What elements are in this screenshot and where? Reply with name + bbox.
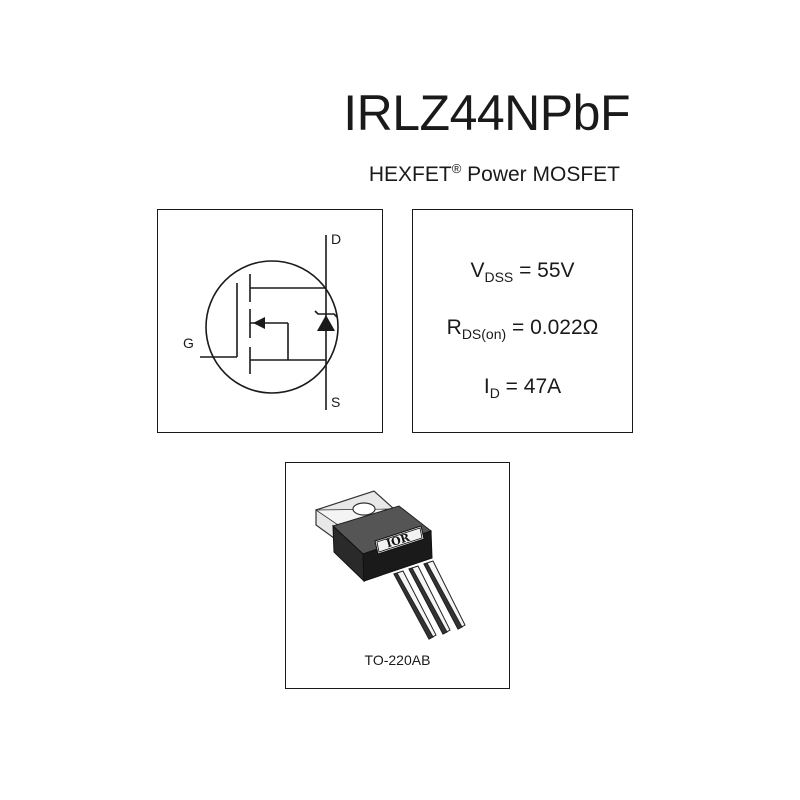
package-panel: IOR TO-220AB (285, 462, 510, 689)
drain-pin-label: D (331, 231, 342, 247)
gate-pin-label: G (183, 335, 194, 351)
spec-rds-on: RDS(on) = 0.022Ω (413, 316, 632, 341)
spec-id: ID = 47A (413, 375, 632, 400)
spec-rds-symbol: R (446, 316, 462, 339)
spec-rds-subscript: DS(on) (461, 326, 507, 342)
source-pin-label: S (331, 394, 341, 410)
spec-id-symbol: I (483, 375, 490, 398)
package-name: TO-220AB (364, 652, 431, 668)
spec-vdss-subscript: DSS (484, 269, 514, 285)
registered-mark: ® (451, 161, 462, 176)
spec-rds-value: = 0.022Ω (506, 316, 599, 339)
key-specs-panel: VDSS = 55V RDS(on) = 0.022Ω ID = 47A (412, 209, 633, 433)
spec-vdss: VDSS = 55V (413, 259, 632, 284)
spec-vdss-symbol: V (470, 259, 485, 282)
mosfet-symbol-panel: D G S (157, 209, 383, 433)
subtitle-brand: HEXFET (368, 163, 452, 186)
spec-id-subscript: D (489, 385, 500, 401)
to-220-package-icon: IOR (314, 490, 466, 640)
device-subtitle: HEXFET® Power MOSFET (368, 161, 620, 186)
spec-id-value: = 47A (499, 375, 562, 398)
spec-vdss-value: = 55V (513, 259, 575, 282)
part-number-title: IRLZ44NPbF (343, 85, 630, 141)
subtitle-type: Power MOSFET (461, 163, 620, 186)
n-channel-mosfet-symbol-icon (200, 235, 339, 410)
